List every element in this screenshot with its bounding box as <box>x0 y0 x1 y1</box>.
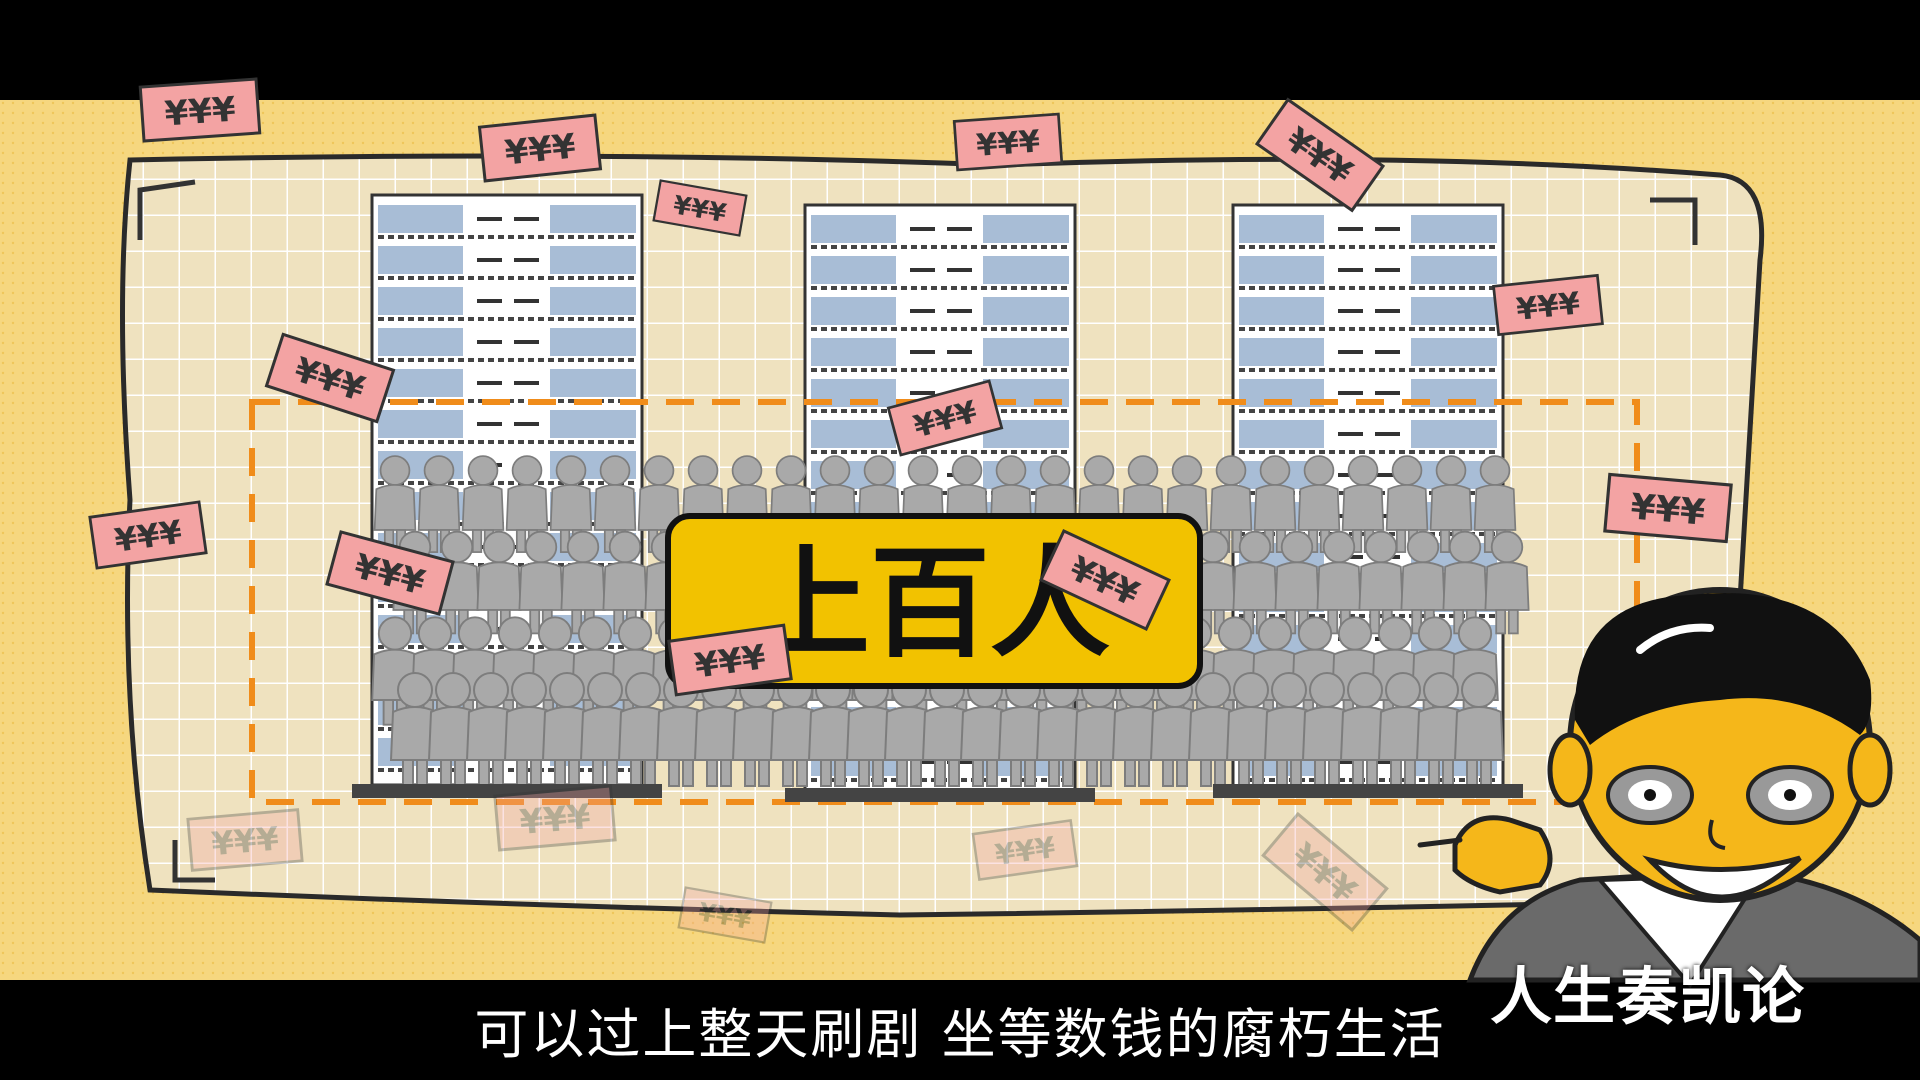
banknote-symbol: ¥¥¥ <box>112 513 185 560</box>
left-ear <box>1547 732 1593 808</box>
banknote-symbol: ¥¥¥ <box>210 819 281 863</box>
right-ear <box>1847 732 1893 808</box>
banknote: ¥¥¥ <box>186 808 304 872</box>
banknote-symbol: ¥¥¥ <box>692 637 768 687</box>
rack-base-2 <box>785 788 1095 802</box>
banknote: ¥¥¥ <box>1492 273 1604 337</box>
hair <box>1574 593 1872 745</box>
letterbox-bottom <box>0 980 1920 1080</box>
grin <box>1642 855 1802 900</box>
banknote: ¥¥¥ <box>971 818 1079 882</box>
banknote: ¥¥¥ <box>667 623 793 697</box>
banknote-symbol: ¥¥¥ <box>975 125 1041 164</box>
corner-mark-top-left <box>137 179 196 240</box>
banknote-symbol: ¥¥¥ <box>518 797 593 843</box>
corner-mark-bottom-left <box>172 840 215 883</box>
banknote: ¥¥¥ <box>88 500 208 570</box>
pointing-hand <box>1452 815 1553 895</box>
rack-base-1 <box>352 784 662 798</box>
nose <box>1708 819 1726 850</box>
banknote: ¥¥¥ <box>1603 472 1733 544</box>
banknote-symbol: ¥¥¥ <box>1629 486 1707 533</box>
banknote: ¥¥¥ <box>677 886 773 944</box>
banknote: ¥¥¥ <box>952 112 1064 172</box>
hair-shine <box>1636 623 1714 654</box>
subtitle-caption: 可以过上整天刷剧 坐等数钱的腐朽生活 <box>474 1003 1446 1066</box>
corner-mark-top-right <box>1650 197 1698 245</box>
banknote: ¥¥¥ <box>477 113 603 183</box>
banknote: ¥¥¥ <box>325 530 455 616</box>
banknote: ¥¥¥ <box>138 77 262 143</box>
rack-base-3 <box>1213 784 1523 798</box>
banknote-symbol: ¥¥¥ <box>163 90 237 135</box>
banknote-symbol: ¥¥¥ <box>503 126 578 173</box>
banknote: ¥¥¥ <box>493 784 617 852</box>
letterbox-top <box>0 0 1920 100</box>
banknote: ¥¥¥ <box>652 179 748 237</box>
channel-watermark: 人生奏凯论 <box>1490 960 1806 1033</box>
cartoon-man <box>1417 587 1920 989</box>
flying-banknotes: ¥¥¥ ¥¥¥ ¥¥¥ ¥¥¥ ¥¥¥ ¥¥¥ ¥¥¥ ¥¥¥ ¥¥¥ ¥¥¥ ¥¥¥ ¥¥¥ ¥¥¥ ¥… <box>88 77 1733 944</box>
banknote: ¥¥¥ <box>1039 529 1171 631</box>
banknote: ¥¥¥ <box>886 379 1004 457</box>
banknote-symbol: ¥¥¥ <box>993 830 1057 872</box>
banknote-symbol: ¥¥¥ <box>1515 286 1582 327</box>
